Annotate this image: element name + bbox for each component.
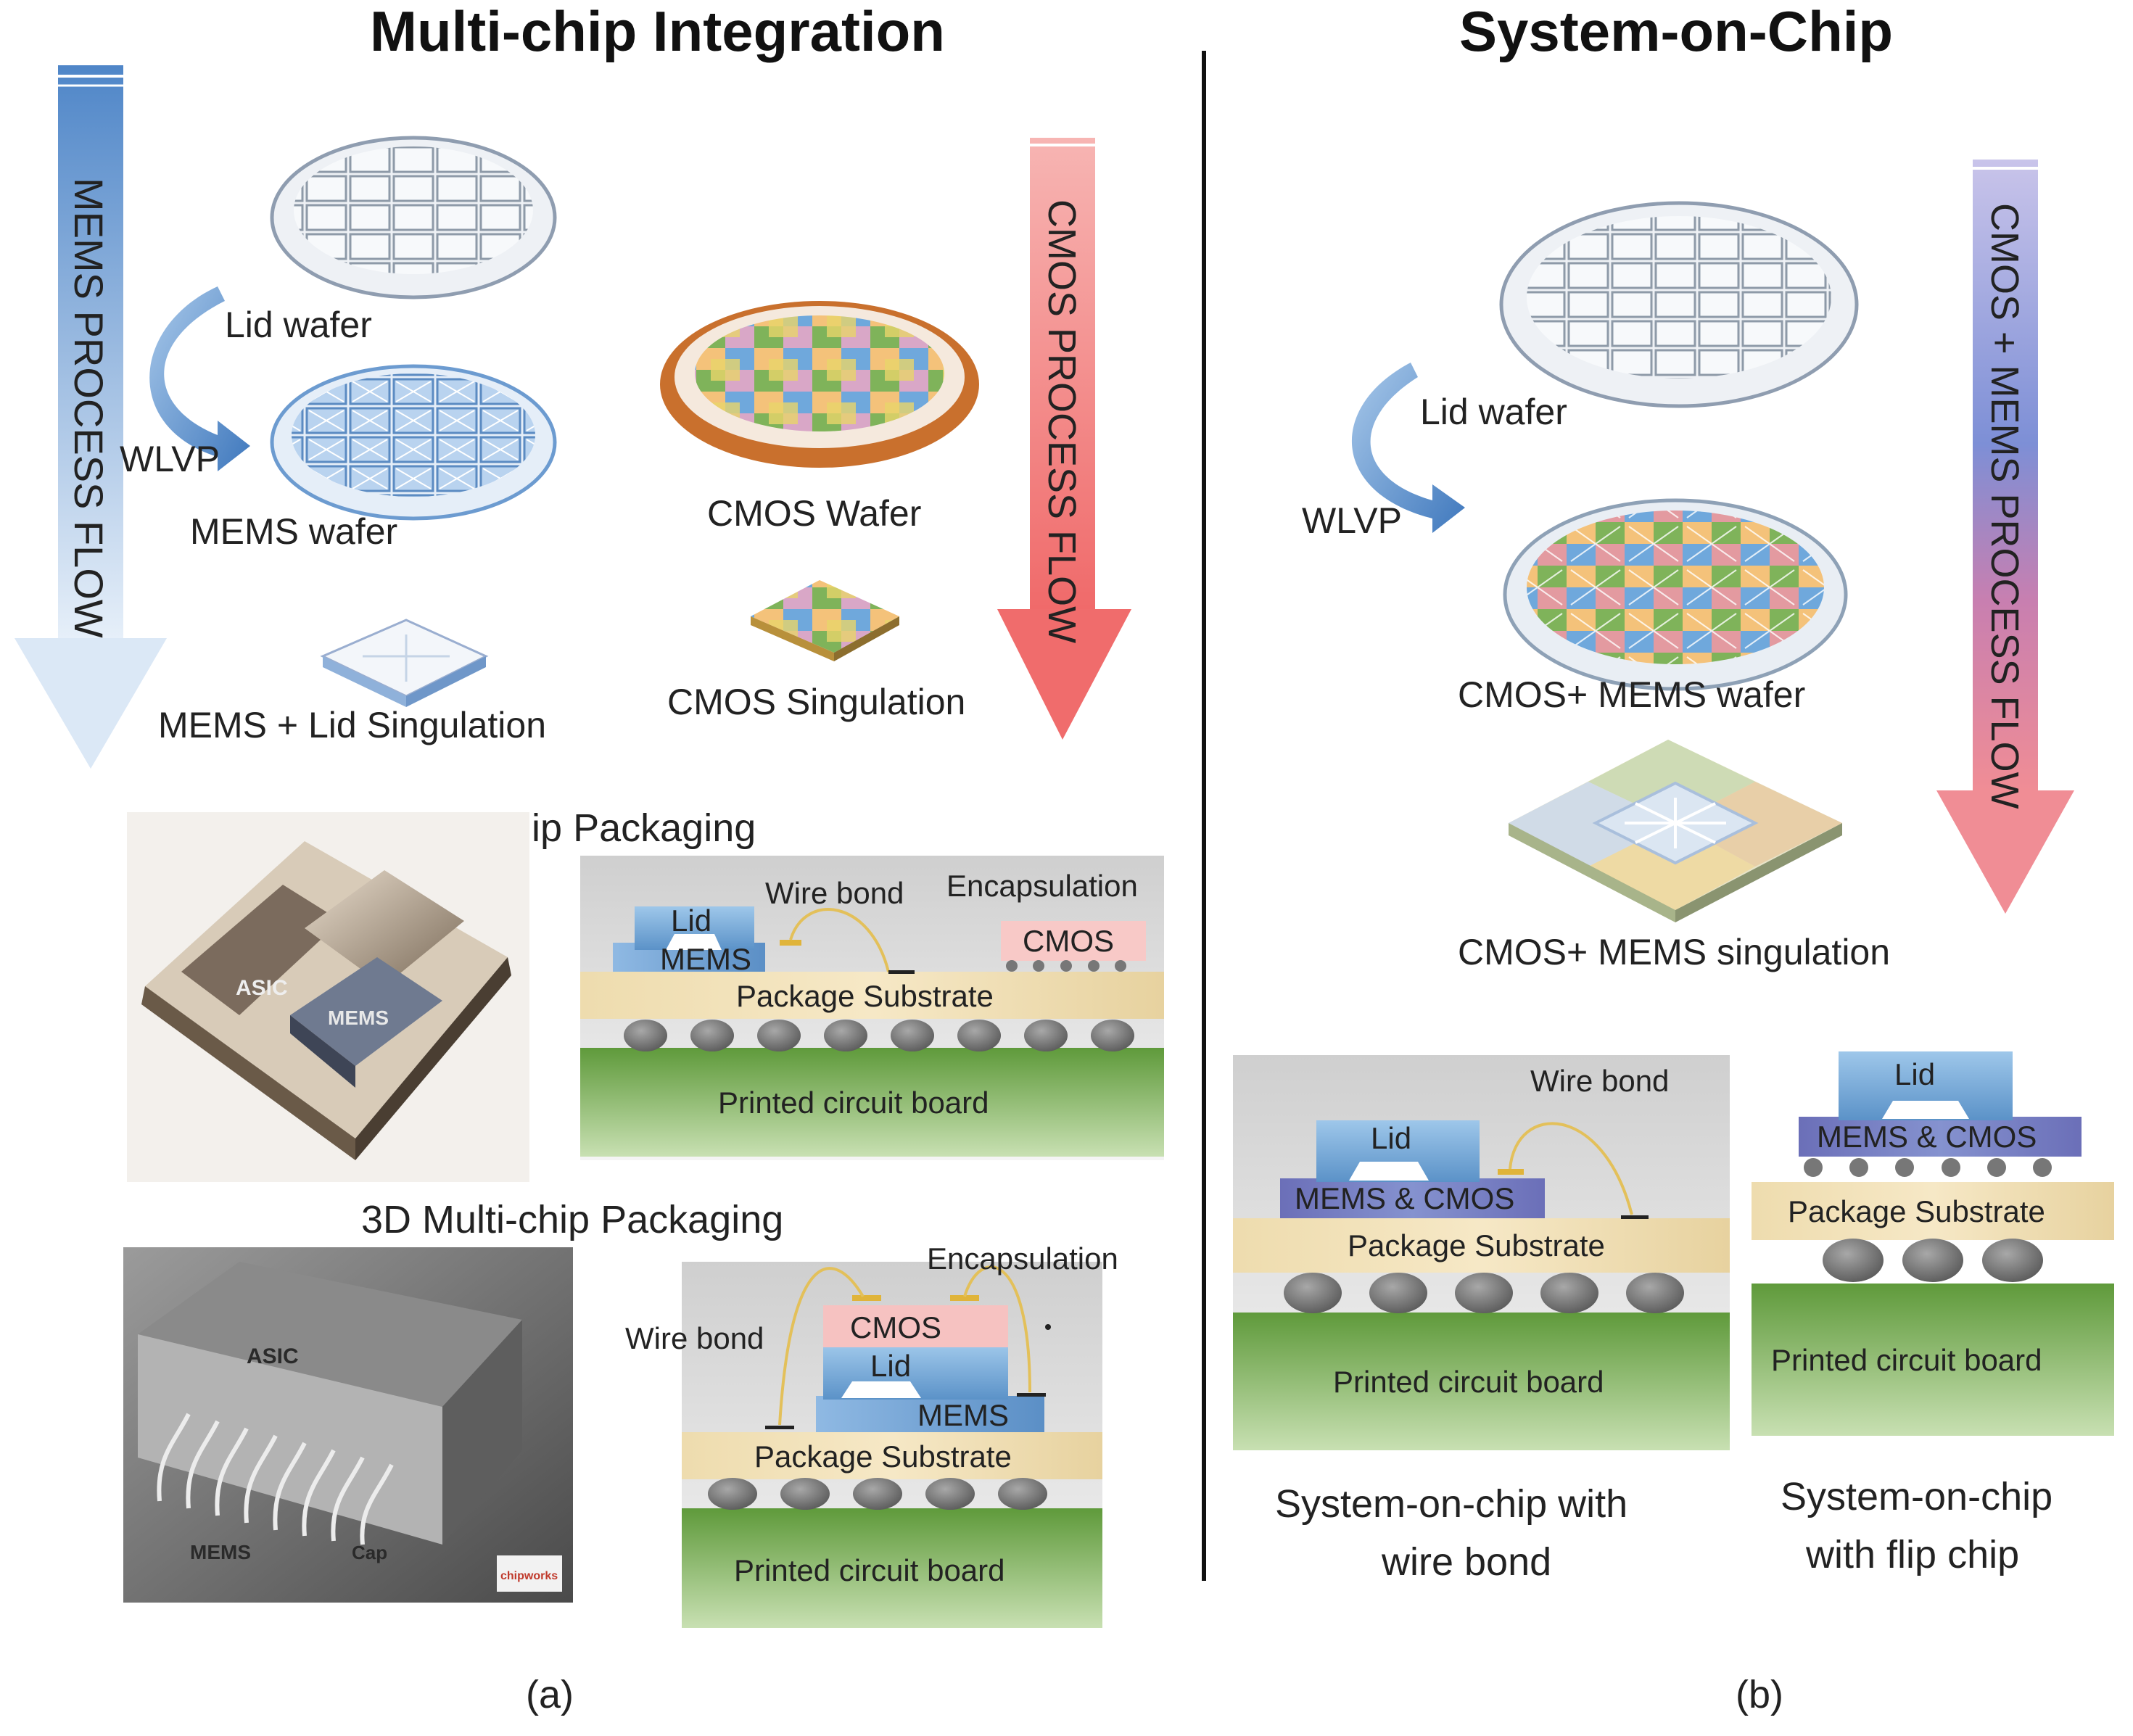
soc-wb-wire-bond: Wire bond	[1530, 1064, 1669, 1098]
mems-lid-die	[320, 619, 489, 707]
wlvp-label-left: WLVP	[120, 439, 220, 479]
pkg2d-photo-asic: ASIC	[236, 976, 288, 1000]
soc-fc-mems-cmos: MEMS & CMOS	[1817, 1120, 2037, 1154]
pkg2d-pcb: Printed circuit board	[718, 1086, 989, 1120]
wlvp-arrow-left	[149, 286, 250, 471]
pkg2d-photo-mems: MEMS	[328, 1007, 389, 1029]
caption-b: (b)	[1736, 1673, 1783, 1716]
cmos-mems-process-flow-label: CMOS + MEMS PROCESS FLOW	[1983, 203, 2026, 809]
pkg3d-lid: Lid	[870, 1349, 911, 1383]
wlvp-arrow-right	[1351, 363, 1465, 533]
soc-fc-caption-line2: with flip chip	[1805, 1533, 2019, 1576]
soc-fc-lid: Lid	[1894, 1057, 1935, 1091]
pkg3d-title: 3D Multi-chip Packaging	[361, 1198, 783, 1241]
mems-wafer-label: MEMS wafer	[190, 511, 397, 552]
lid-wafer-left	[270, 136, 557, 299]
cmos-mems-die	[1509, 740, 1842, 922]
mems-process-flow-label: MEMS PROCESS FLOW	[66, 178, 112, 638]
pkg3d-cmos: CMOS	[850, 1310, 941, 1344]
soc-fc-caption-line1: System-on-chip	[1781, 1475, 2052, 1518]
soc-wb-mems-cmos: MEMS & CMOS	[1295, 1181, 1514, 1215]
cmos-singulation-label: CMOS Singulation	[667, 682, 965, 722]
soc-wire-bond-cross-section	[1233, 1055, 1730, 1450]
soc-fc-substrate: Package Substrate	[1788, 1194, 2045, 1228]
lid-wafer-label-left: Lid wafer	[225, 305, 372, 345]
cmos-process-flow-arrow	[997, 138, 1131, 740]
pkg3d-encapsulation: Encapsulation	[927, 1241, 1118, 1276]
cmos-mems-wafer	[1503, 498, 1848, 691]
cmos-wafer-label: CMOS Wafer	[707, 493, 921, 534]
soc-fc-pcb: Printed circuit board	[1771, 1343, 2042, 1377]
cmos-wafer	[660, 301, 979, 468]
pkg2d-photo	[127, 812, 529, 1182]
pkg2d-encapsulation: Encapsulation	[946, 869, 1138, 903]
soc-wb-pcb: Printed circuit board	[1333, 1365, 1604, 1399]
pkg3d-photo-asic: ASIC	[247, 1344, 299, 1368]
cmos-mems-wafer-label: CMOS+ MEMS wafer	[1458, 674, 1805, 715]
pkg3d-photo-mems: MEMS	[190, 1541, 251, 1563]
pkg3d-mems: MEMS	[917, 1398, 1009, 1432]
pkg3d-substrate: Package Substrate	[754, 1439, 1012, 1473]
title-right: System-on-Chip	[1459, 0, 1893, 63]
soc-wb-caption-line1: System-on-chip with	[1275, 1482, 1627, 1526]
soc-wb-caption-line2: wire bond	[1381, 1540, 1551, 1584]
pkg3d-photo	[123, 1247, 573, 1603]
pkg2d-cmos: CMOS	[1023, 924, 1114, 958]
lid-wafer-label-right: Lid wafer	[1420, 392, 1567, 432]
lid-wafer-right	[1499, 201, 1859, 408]
soc-flip-chip-cross-section	[1752, 1051, 2114, 1436]
soc-wb-substrate: Package Substrate	[1348, 1228, 1605, 1262]
pkg3d-photo-logo: chipworks	[500, 1570, 558, 1582]
pkg2d-wire-bond: Wire bond	[765, 876, 904, 910]
pkg2d-mems: MEMS	[660, 942, 751, 976]
cmos-process-flow-label: CMOS PROCESS FLOW	[1040, 199, 1084, 643]
cmos-mems-singulation-label: CMOS+ MEMS singulation	[1458, 932, 1890, 972]
mems-process-flow-arrow	[15, 65, 167, 769]
pkg2d-lid: Lid	[671, 904, 711, 938]
title-left: Multi-chip Integration	[370, 0, 945, 63]
pkg3d-cross-section	[682, 1262, 1102, 1628]
mems-wafer	[270, 364, 557, 521]
wlvp-label-right: WLVP	[1302, 500, 1402, 541]
cmos-die	[751, 580, 899, 661]
cmos-mems-process-flow-arrow	[1936, 160, 2074, 914]
pkg2d-cross-section	[580, 856, 1164, 1160]
pkg3d-photo-cap: Cap	[352, 1542, 387, 1563]
soc-wb-lid: Lid	[1371, 1121, 1411, 1155]
pkg3d-wire-bond: Wire bond	[625, 1321, 764, 1355]
mems-lid-singulation-label: MEMS + Lid Singulation	[158, 705, 546, 745]
pkg3d-pcb: Printed circuit board	[734, 1553, 1005, 1587]
pkg2d-substrate: Package Substrate	[736, 979, 994, 1013]
caption-a: (a)	[526, 1673, 574, 1716]
